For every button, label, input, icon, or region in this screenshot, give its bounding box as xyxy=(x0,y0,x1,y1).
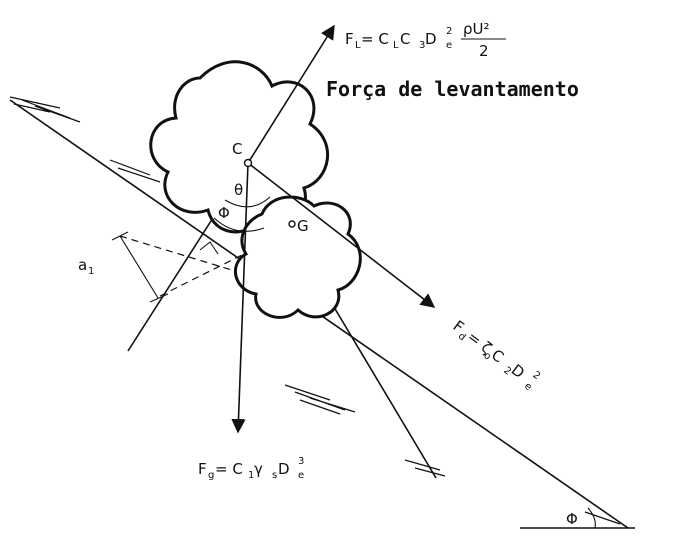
phi-arc xyxy=(213,217,265,232)
drag-diameter: D xyxy=(508,361,528,382)
lift-fraction-numerator: ρU² xyxy=(463,20,490,38)
lever-arm-label: a 1 xyxy=(78,256,94,277)
lever-arm-line xyxy=(119,235,159,299)
theta-label: θ xyxy=(234,181,243,199)
theta-arc xyxy=(224,196,271,208)
gravity-force-expression: = C xyxy=(215,460,243,478)
gravity-gamma: γ xyxy=(254,460,263,478)
phi-label: Φ xyxy=(218,204,230,222)
gravity-force-subscript: g xyxy=(208,470,214,481)
lift-coef-subscript: L xyxy=(393,40,399,51)
particle-lower xyxy=(234,195,362,319)
right-angle-mark xyxy=(199,241,219,255)
drag-c2-subscript: 2 xyxy=(501,365,513,378)
center-of-gravity-point xyxy=(288,220,296,228)
gravity-gamma-subscript: s xyxy=(272,470,277,481)
drag-diameter-subscript: e xyxy=(522,381,534,393)
lift-force-symbol: F xyxy=(345,30,354,48)
gravity-diameter-subscript: e xyxy=(298,470,304,481)
gravity-force-symbol: F xyxy=(198,460,207,478)
lift-c3: C xyxy=(400,30,410,48)
lift-diameter: D xyxy=(425,30,437,48)
drag-c2: C xyxy=(488,346,507,367)
lever-arm-subscript: 1 xyxy=(88,266,94,277)
drag-force-formula: F d = ζ o C 2 D e 2 xyxy=(450,317,543,393)
lift-diameter-subscript: e xyxy=(446,40,452,51)
centroid-point xyxy=(243,158,253,168)
gravity-diameter: D xyxy=(278,460,290,478)
gravity-diameter-superscript: 3 xyxy=(298,456,304,467)
lift-force-subscript: L xyxy=(355,40,361,51)
drag-force-arrow xyxy=(247,162,436,308)
gravity-force-formula: F g = C 1 γ s D e 3 xyxy=(198,456,304,481)
gravity-force-arrow xyxy=(231,162,249,434)
lift-c3-subscript: 3 xyxy=(419,40,425,51)
lift-force-formula: F L = C L C 3 D e 2 ρU² 2 xyxy=(345,20,506,60)
lift-force-caption: Força de levantamento xyxy=(326,77,579,101)
lift-force-expression: = C xyxy=(361,30,389,48)
center-of-gravity-label: G xyxy=(297,217,309,235)
dashed-line-lower xyxy=(159,251,249,297)
lift-diameter-superscript: 2 xyxy=(446,26,452,37)
drag-force-subscript: d xyxy=(456,331,468,344)
slope-angle-label: Φ xyxy=(566,510,578,528)
drag-zeta-subscript: o xyxy=(481,350,493,362)
bed-hatching xyxy=(9,96,621,525)
centroid-label: C xyxy=(232,140,242,158)
lever-arm-tick-top xyxy=(111,231,129,241)
drag-diameter-superscript: 2 xyxy=(530,370,542,383)
lever-arm-symbol: a xyxy=(78,256,87,274)
lift-fraction-denominator: 2 xyxy=(479,42,489,60)
slope-angle-arc xyxy=(587,507,596,529)
lift-force-arrow xyxy=(247,24,335,164)
lever-arm-tick-bottom xyxy=(149,293,169,303)
gravity-c1-subscript: 1 xyxy=(248,470,254,481)
